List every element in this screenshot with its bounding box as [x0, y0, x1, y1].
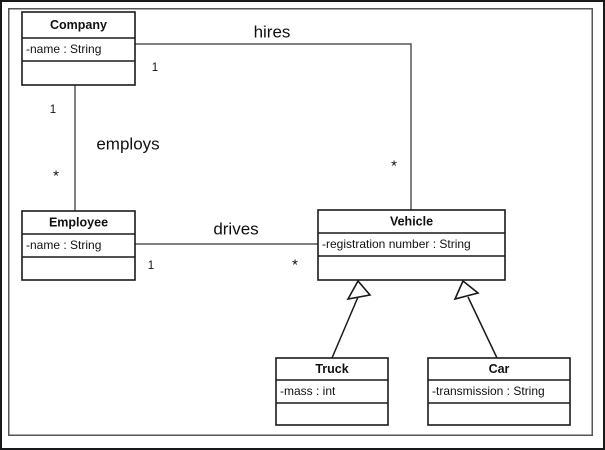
generalization-truck-line — [331, 296, 359, 359]
association-hires[interactable]: hires 1 * — [135, 22, 412, 210]
class-truck-outline — [275, 357, 389, 426]
class-employee-outline — [21, 210, 136, 281]
class-truck-attribute: -mass : int — [280, 384, 336, 398]
association-hires-source-multiplicity: 1 — [152, 62, 158, 74]
association-employs-source-multiplicity: 1 — [50, 104, 56, 116]
association-employs-target-multiplicity: * — [53, 168, 59, 185]
diagram-frame — [8, 8, 593, 436]
association-hires-line — [135, 43, 412, 210]
association-hires-target-multiplicity: * — [391, 158, 397, 175]
generalization-truck-arrowhead-icon — [346, 279, 372, 301]
class-company-outline — [21, 11, 136, 86]
association-drives-target-multiplicity: * — [292, 257, 298, 274]
association-hires-label: hires — [254, 22, 291, 41]
class-employee-attribute: -name : String — [26, 238, 101, 252]
class-box-truck[interactable]: Truck -mass : int — [275, 357, 389, 426]
generalization-car-vehicle[interactable] — [453, 279, 498, 359]
class-employee-name: Employee — [49, 215, 108, 229]
class-vehicle-name: Vehicle — [390, 214, 433, 228]
class-box-car[interactable]: Car -transmission : String — [427, 357, 571, 426]
class-car-outline — [427, 357, 571, 426]
class-car-name: Car — [489, 362, 510, 376]
generalization-car-line — [467, 296, 498, 359]
association-drives-label: drives — [213, 219, 258, 238]
class-box-company[interactable]: Company -name : String — [21, 11, 136, 86]
class-vehicle-attribute: -registration number : String — [322, 237, 471, 251]
class-box-vehicle[interactable]: Vehicle -registration number : String — [317, 209, 506, 281]
generalization-car-arrowhead-icon — [453, 279, 480, 301]
association-employs-label: employs — [96, 134, 159, 153]
class-company-attribute: -name : String — [26, 42, 101, 56]
class-truck-name: Truck — [315, 362, 348, 376]
class-box-employee[interactable]: Employee -name : String — [21, 210, 136, 281]
association-employs[interactable]: employs 1 * — [50, 85, 160, 211]
class-car-attribute: -transmission : String — [432, 384, 545, 398]
association-drives[interactable]: drives 1 * — [135, 219, 318, 274]
association-drives-source-multiplicity: 1 — [148, 260, 154, 272]
class-company-name: Company — [50, 18, 107, 32]
generalization-truck-vehicle[interactable] — [331, 279, 372, 359]
class-vehicle-outline — [317, 209, 506, 281]
